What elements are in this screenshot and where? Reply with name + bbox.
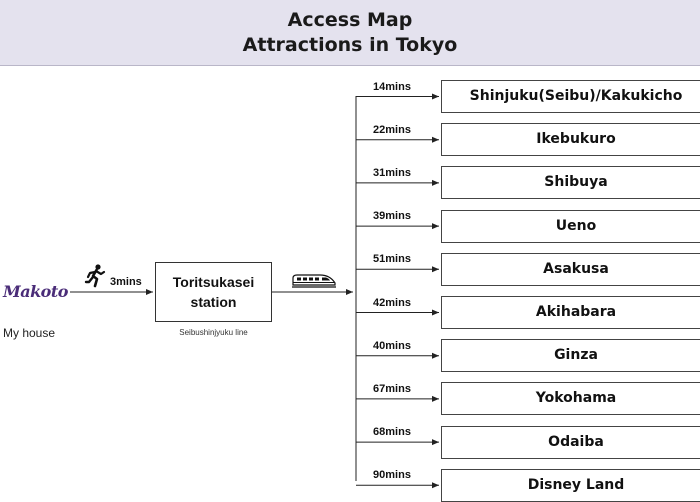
page-header: Access Map Attractions in Tokyo [0, 0, 700, 66]
travel-time-label: 14mins [373, 80, 411, 93]
travel-time-label: 31mins [373, 166, 411, 179]
destination-box: Ueno [441, 209, 700, 243]
travel-time-label: 39mins [373, 210, 411, 223]
destination-box: Akihabara [441, 296, 700, 329]
my-house-label: My house [3, 326, 56, 340]
running-person-icon [84, 264, 106, 288]
travel-time-label: 67mins [373, 382, 411, 395]
travel-time-label: 90mins [373, 469, 411, 482]
travel-time-label: 68mins [373, 426, 411, 439]
walk-time-label: 3mins [110, 276, 142, 288]
station-name-line1: Toritsukasei [172, 274, 255, 290]
bullet-train-icon [292, 274, 336, 288]
destination-box: Yokohama [441, 382, 700, 416]
destination-box: Disney Land [441, 468, 700, 502]
travel-time-label: 22mins [373, 123, 411, 136]
destination-box: Asakusa [441, 252, 700, 286]
makoto-logo: Makoto [3, 282, 68, 301]
travel-time-label: 42mins [373, 296, 411, 309]
page-title: Access Map [287, 9, 413, 31]
destination-box: Shinjuku(Seibu)/Kakukicho [441, 80, 700, 113]
travel-time-label: 40mins [373, 339, 411, 352]
destination-box: Odaiba [441, 425, 700, 459]
station-name-line2: station [190, 294, 237, 310]
destination-box: Ikebukuro [441, 123, 700, 157]
destination-box: Ginza [441, 339, 700, 373]
station-box: Toritsukasei station [155, 262, 272, 322]
travel-time-label: 51mins [373, 253, 411, 266]
railway-line-label: Seibushinjyuku line [179, 328, 248, 337]
destination-box: Shibuya [441, 166, 700, 200]
page-subtitle: Attractions in Tokyo [242, 34, 458, 56]
